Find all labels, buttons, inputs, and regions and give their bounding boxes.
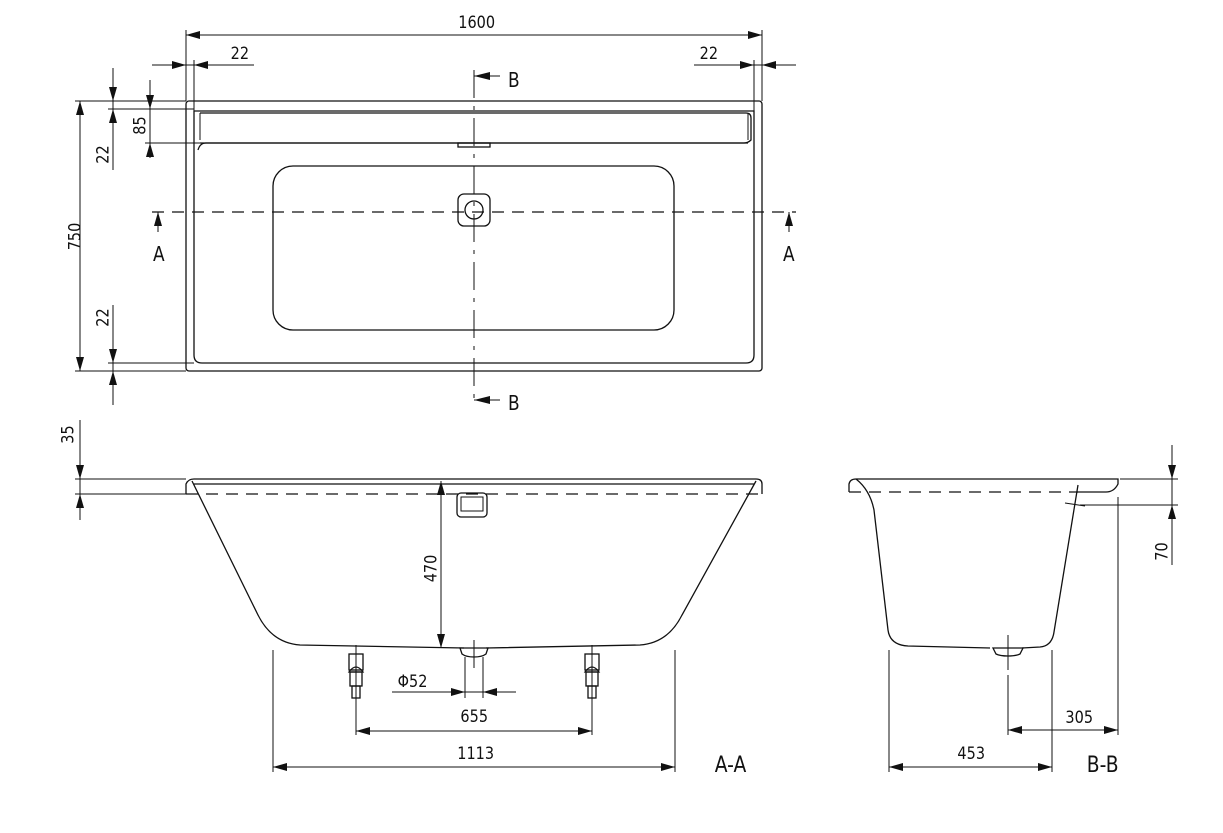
- dim-rim-top: 22: [93, 145, 114, 164]
- dim-feet-spacing: 655: [460, 707, 489, 727]
- section-marker-b-top: B: [508, 68, 520, 92]
- section-marker-a-left: A: [153, 242, 165, 266]
- foot-right-icon: [583, 645, 601, 735]
- dim-drain-offset: 305: [1065, 708, 1094, 728]
- dim-rim-height: 35: [58, 425, 79, 444]
- section-marker-b-bottom: B: [508, 391, 520, 415]
- dim-shelf-depth: 85: [130, 116, 151, 135]
- dim-rim-right: 22: [699, 44, 719, 64]
- section-title-a-a: A-A: [714, 753, 747, 778]
- dim-rim-left: 22: [230, 44, 250, 64]
- dim-overall-length: 1600: [458, 13, 496, 33]
- section-b-b: [848, 445, 1178, 772]
- dim-overall-width: 750: [65, 222, 86, 251]
- plan-view: [75, 30, 796, 406]
- dim-drain-diameter: Φ52: [397, 672, 428, 692]
- dim-rim-bottom: 22: [93, 308, 114, 327]
- section-marker-a-right: A: [783, 242, 795, 266]
- dim-bottom-length: 1113: [457, 744, 495, 764]
- section-title-b-b: B-B: [1086, 753, 1119, 778]
- foot-left-icon: [347, 645, 365, 735]
- dim-bottom-width: 453: [957, 744, 986, 764]
- section-a-a: [75, 420, 763, 772]
- dim-overflow-height: 70: [1152, 542, 1173, 561]
- dim-depth: 470: [421, 554, 442, 583]
